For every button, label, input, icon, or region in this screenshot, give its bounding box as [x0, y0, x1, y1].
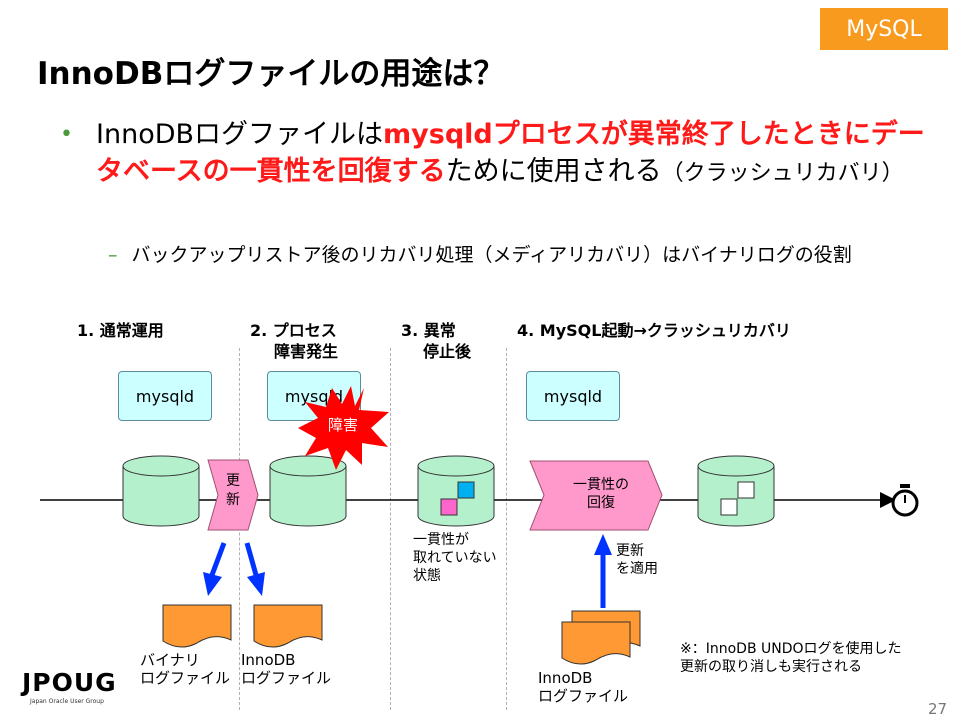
update-chevron [207, 459, 259, 531]
innodb-log-file-label-2: InnoDB ログファイル [538, 669, 628, 705]
step-2-line1: 2. プロセス [250, 321, 337, 340]
innodb-log-file-label: InnoDB ログファイル [241, 651, 331, 687]
jpoug-logo-subtitle: Japan Oracle User Group [30, 698, 104, 705]
page-title: InnoDBログファイルの用途は？ [37, 56, 505, 92]
step-3-label: 3. 異常 停止後 [401, 320, 471, 362]
innodb-log2-line1: InnoDB [538, 669, 593, 687]
sub-bullet: –バックアップリストア後のリカバリ処理（メディアリカバリ）はバイナリログの役割 [108, 240, 852, 267]
binlog-file-icon [162, 604, 232, 648]
binlog-line1: バイナリ [140, 651, 200, 669]
bullet-text: InnoDBログファイルはmysqldプロセスが異常終了したときにデータベースの… [96, 116, 930, 192]
mysqld-box-1: mysqld [118, 371, 212, 421]
step-4-label: 4. MySQL起動→クラッシュリカバリ [517, 321, 791, 340]
step-3-line1: 3. 異常 [401, 321, 456, 340]
mysqld-box-3: mysqld [526, 371, 620, 421]
bullet-highlight: mysqldプロセスが異常終了したときにデータベースの一貫性を回復する [96, 119, 925, 187]
sub-bullet-dash: – [108, 244, 118, 266]
page-number: 27 [928, 700, 948, 718]
apply-line2: を適用 [616, 561, 658, 577]
recovered-block-2 [720, 498, 738, 516]
step-3-line2: 停止後 [423, 342, 472, 361]
inconsistent-block-magenta [440, 498, 458, 516]
arrow-to-innodb-log [244, 542, 265, 596]
step-2-label: 2. プロセス 障害発生 [250, 320, 338, 362]
bullet-part1: InnoDBログファイルは [96, 119, 384, 150]
arrow-apply-updates [594, 534, 612, 608]
innodb-log-line1: InnoDB [241, 651, 296, 669]
separator-2 [390, 348, 391, 710]
bullet-dot: • [60, 122, 73, 147]
note-line2: 更新の取り消しも実行される [680, 659, 862, 675]
recovery-chevron [529, 460, 663, 531]
note-line1: ※：InnoDB UNDOログを使用した [680, 641, 902, 657]
bullet-crash-recovery: （クラッシュリカバリ） [661, 161, 904, 186]
failure-burst-icon [298, 386, 389, 470]
step-2-line2: 障害発生 [274, 342, 339, 361]
innodb-log-file-icon [253, 604, 323, 648]
inconsistent-block-cyan [457, 481, 475, 499]
undo-note: ※：InnoDB UNDOログを使用した 更新の取り消しも実行される [680, 640, 902, 676]
step-1-label: 1. 通常運用 [77, 321, 164, 340]
apply-updates-label: 更新 を適用 [616, 542, 658, 578]
inconsistent-line3: 状態 [413, 568, 441, 584]
recovery-line2: 回復 [587, 495, 615, 511]
inconsistent-state-label: 一貫性が 取れていない 状態 [413, 531, 497, 585]
failure-label: 障害 [328, 416, 359, 434]
innodb-log2-line2: ログファイル [538, 687, 629, 705]
apply-line1: 更新 [616, 543, 644, 559]
sub-bullet-text: バックアップリストア後のリカバリ処理（メディアリカバリ）はバイナリログの役割 [131, 244, 852, 266]
timeline-arrowhead [880, 492, 896, 508]
separator-3 [506, 348, 507, 710]
innodb-log-line2: ログファイル [241, 669, 332, 687]
bullet-part3: ために使用される [445, 156, 662, 187]
jpoug-logo: JPOUG [22, 668, 117, 697]
inconsistent-line1: 一貫性が [413, 532, 469, 548]
arrow-to-binlog [203, 542, 227, 596]
recovered-block-1 [737, 481, 755, 499]
recovery-line1: 一貫性の [573, 477, 629, 493]
main-bullet: • InnoDBログファイルはmysqldプロセスが異常終了したときにデータベー… [60, 116, 930, 192]
recovery-chevron-label: 一貫性の 回復 [556, 476, 646, 512]
update-chevron-label: 更新 [226, 473, 240, 508]
database-cylinder-1 [122, 455, 200, 527]
database-cylinder-3 [417, 455, 495, 527]
binlog-line2: ログファイル [140, 669, 231, 687]
inconsistent-line2: 取れていない [413, 550, 497, 566]
database-cylinder-2 [269, 455, 347, 527]
binlog-file-label: バイナリ ログファイル [140, 651, 230, 687]
database-cylinder-4 [697, 455, 775, 527]
stopwatch-icon [891, 484, 919, 517]
innodb-log-file-front-icon [561, 621, 631, 665]
mysql-badge: MySQL [820, 8, 948, 50]
